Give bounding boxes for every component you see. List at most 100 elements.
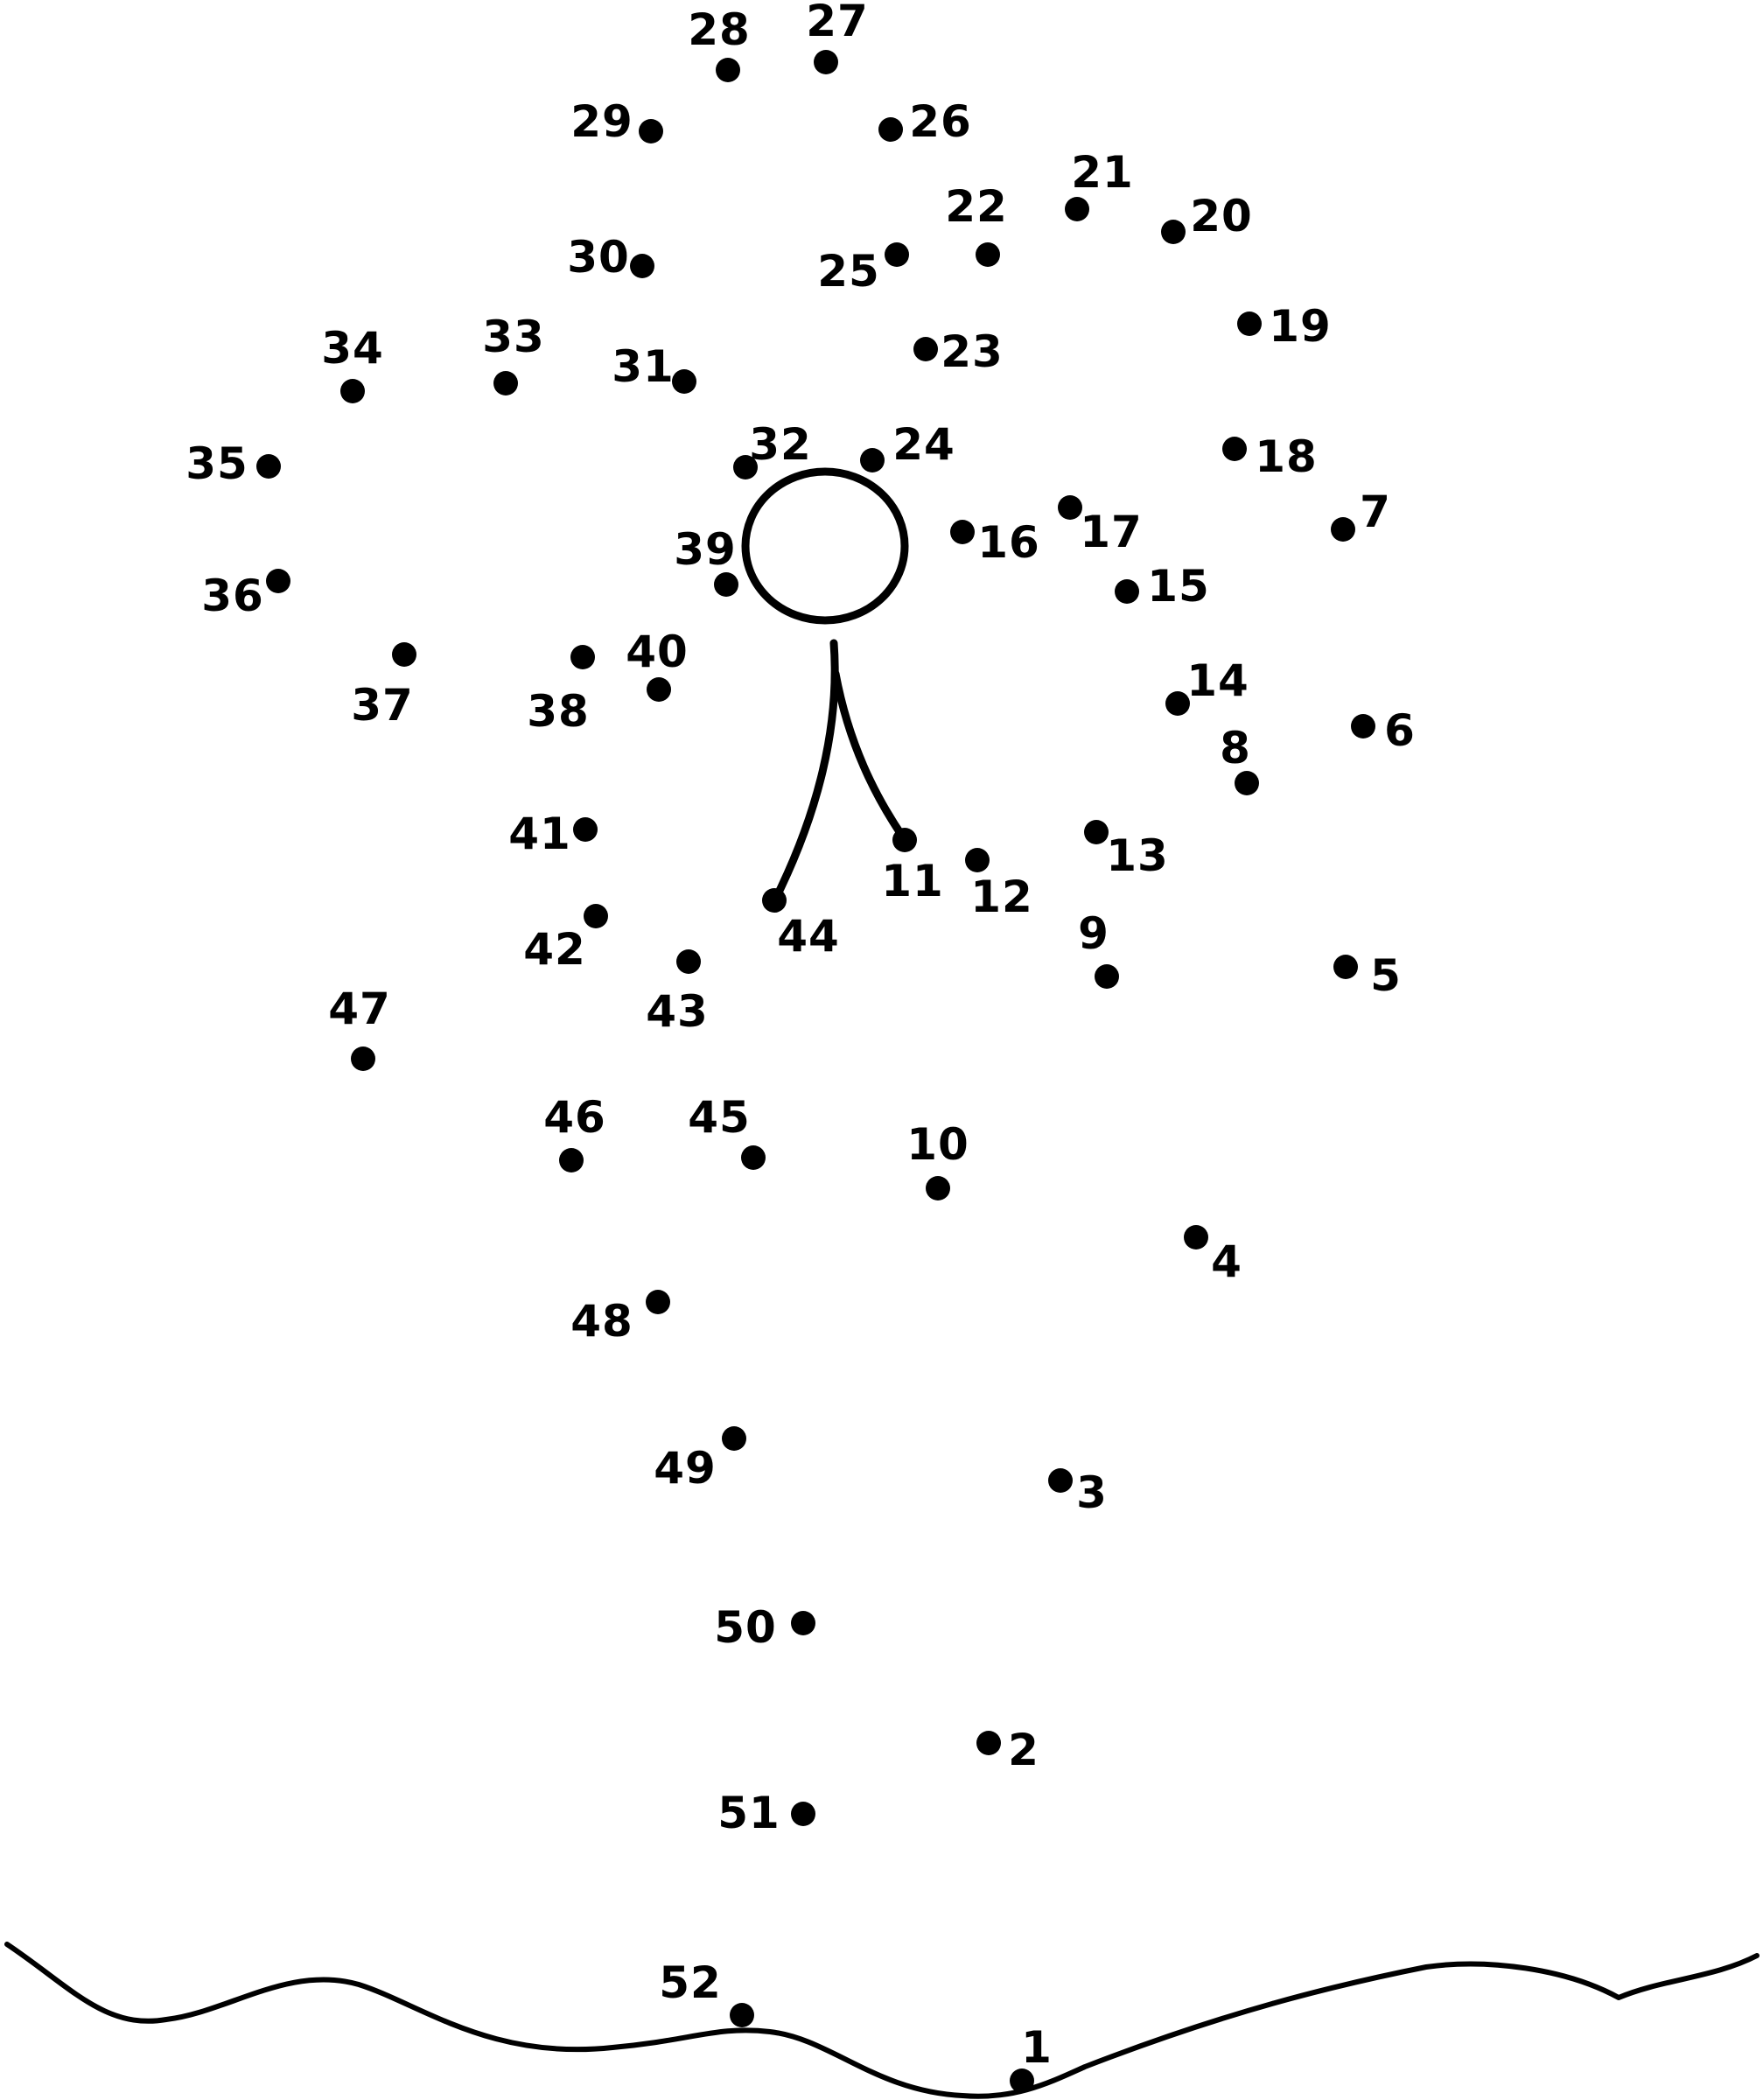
- dot-marker: [860, 448, 885, 472]
- dot-number-label: 23: [941, 326, 1004, 377]
- dot-marker: [639, 119, 663, 144]
- dot-number-label: 11: [881, 856, 944, 906]
- dot-number-label: 26: [909, 96, 972, 147]
- dot-17: 17: [1058, 495, 1143, 557]
- dot-number-label: 14: [1186, 655, 1249, 706]
- dot-48: 48: [570, 1290, 670, 1347]
- dot-44: 44: [762, 888, 839, 962]
- dot-38: 38: [527, 645, 595, 737]
- dot-number-label: 22: [945, 181, 1008, 232]
- dot-20: 20: [1161, 191, 1252, 244]
- dot-number-label: 6: [1384, 705, 1416, 756]
- dot-31: 31: [612, 341, 696, 394]
- dot-marker: [573, 817, 598, 842]
- dot-27: 27: [806, 0, 868, 74]
- dot-number-label: 33: [482, 312, 545, 362]
- dot-marker: [878, 117, 903, 142]
- dot-number-label: 39: [674, 524, 737, 575]
- dot-marker: [351, 1046, 375, 1071]
- dot-36: 36: [201, 569, 290, 621]
- dot-14: 14: [1165, 655, 1249, 716]
- dot-number-label: 25: [817, 246, 880, 297]
- dot-42: 42: [523, 904, 608, 975]
- dot-number-label: 21: [1071, 147, 1134, 198]
- dot-number-label: 35: [185, 438, 248, 489]
- dot-number-label: 42: [523, 924, 586, 975]
- dot-number-label: 24: [892, 419, 955, 470]
- dot-marker: [965, 848, 990, 872]
- dot-10: 10: [906, 1119, 969, 1200]
- dot-33: 33: [482, 312, 545, 396]
- dot-number-label: 49: [654, 1443, 717, 1494]
- dot-marker: [493, 371, 518, 396]
- dot-marker: [976, 242, 1000, 267]
- dot-marker: [630, 254, 654, 278]
- dot-marker: [1084, 820, 1109, 844]
- dot-marker: [1115, 579, 1139, 604]
- dot-number-label: 43: [646, 986, 709, 1037]
- dot-marker: [1331, 517, 1355, 542]
- dot-number-label: 17: [1080, 507, 1143, 557]
- dot-marker: [791, 1802, 815, 1826]
- dot-number-label: 8: [1220, 723, 1251, 774]
- dot-43: 43: [646, 949, 709, 1037]
- dot-number-label: 15: [1147, 561, 1210, 612]
- dot-marker: [647, 677, 671, 702]
- dot-marker: [570, 645, 595, 669]
- dot-13: 13: [1084, 820, 1168, 881]
- dot-marker: [1237, 312, 1262, 336]
- dot-marker: [1184, 1225, 1208, 1250]
- dot-marker: [913, 337, 938, 361]
- dot-marker: [559, 1148, 584, 1172]
- dot-number-label: 50: [714, 1602, 777, 1653]
- dot-number-label: 18: [1255, 431, 1318, 482]
- dot-50: 50: [714, 1602, 815, 1653]
- dot-29: 29: [570, 96, 663, 147]
- dot-number-label: 12: [970, 872, 1033, 922]
- dot-number-label: 19: [1269, 301, 1332, 352]
- dot-number-label: 29: [570, 96, 633, 147]
- dot-12: 12: [965, 848, 1033, 922]
- dot-marker: [266, 569, 290, 593]
- dot-marker: [256, 454, 281, 479]
- dot-number-label: 51: [717, 1788, 780, 1838]
- dot-marker: [730, 2003, 754, 2027]
- dot-25: 25: [817, 242, 909, 297]
- dot-number-label: 36: [201, 570, 264, 621]
- dot-marker: [1095, 964, 1119, 989]
- dot-7: 7: [1331, 486, 1390, 542]
- dot-number-label: 38: [527, 686, 590, 737]
- dot-marker: [885, 242, 909, 267]
- dot-marker: [676, 949, 701, 974]
- dot-marker: [1235, 771, 1259, 795]
- dot-marker: [716, 58, 740, 82]
- dot-52: 52: [659, 1957, 754, 2027]
- dot-number-label: 1: [1021, 2022, 1053, 2073]
- dot-35: 35: [185, 438, 281, 489]
- dot-marker: [892, 828, 917, 852]
- dot-number-label: 28: [688, 4, 751, 55]
- dot-30: 30: [567, 232, 654, 283]
- dot-number-label: 32: [749, 419, 812, 470]
- dot-46: 46: [543, 1092, 605, 1172]
- dot-number-label: 9: [1078, 908, 1109, 959]
- stem-drawing-right: [831, 669, 908, 843]
- dot-39: 39: [674, 524, 738, 597]
- dot-32: 32: [733, 419, 812, 480]
- dot-34: 34: [321, 323, 383, 403]
- dot-marker: [762, 888, 787, 913]
- dot-41: 41: [508, 808, 598, 859]
- dot-21: 21: [1065, 147, 1134, 221]
- dot-5: 5: [1333, 950, 1401, 1001]
- dot-28: 28: [688, 4, 751, 82]
- dot-number-label: 31: [612, 341, 675, 392]
- dot-marker: [392, 642, 416, 667]
- dot-45: 45: [688, 1092, 766, 1170]
- dot-11: 11: [881, 828, 944, 906]
- dot-marker: [340, 379, 365, 403]
- dot-number-label: 30: [567, 232, 630, 283]
- dot-16: 16: [950, 517, 1040, 568]
- mushroom-ring-drawing: [741, 467, 909, 625]
- dot-number-label: 16: [977, 517, 1040, 568]
